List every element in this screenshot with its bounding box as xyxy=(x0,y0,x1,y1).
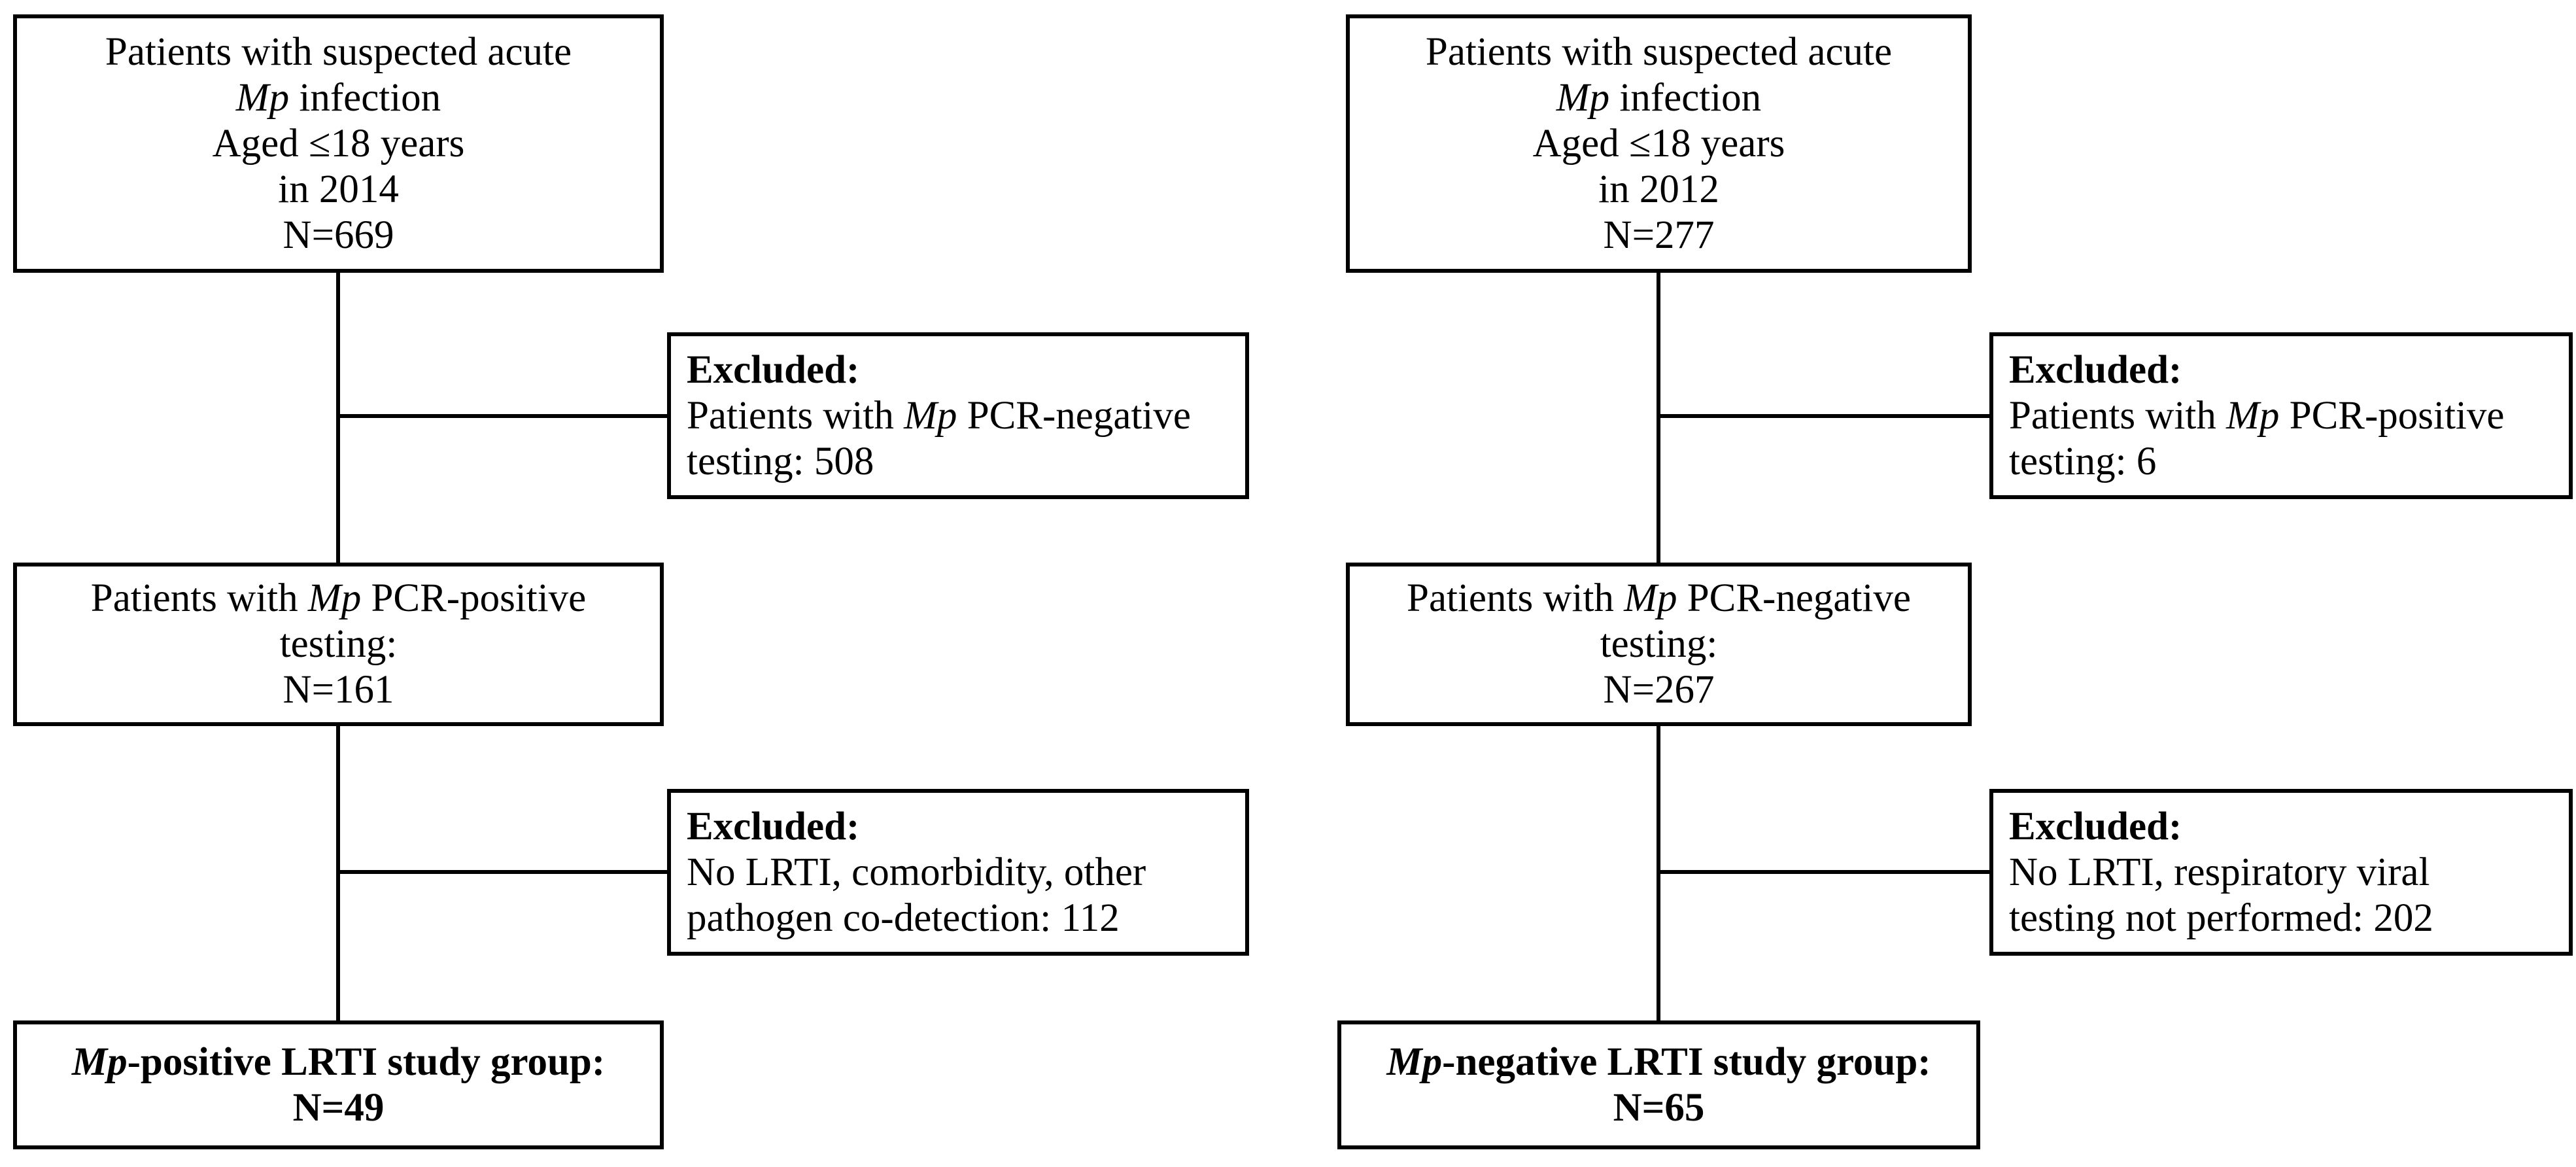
left-exclusion1-line1-post: PCR-negative xyxy=(957,393,1191,438)
right-exclusion1-heading: Excluded: xyxy=(2009,347,2182,392)
right-middle-line1-pre: Patients with xyxy=(1407,576,1624,620)
mp-abbrev: Mp xyxy=(1556,75,1610,120)
right-final-count: N=65 xyxy=(1613,1085,1705,1130)
right-exclusion1-line1-pre: Patients with xyxy=(2009,393,2227,438)
right-exclusion2-line2: testing not performed: 202 xyxy=(2009,896,2433,940)
left-start-line4: in 2014 xyxy=(278,167,399,211)
right-middle-line1: Patients with Mp PCR-negative xyxy=(1407,576,1911,621)
left-start-box: Patients with suspected acute Mp infecti… xyxy=(13,14,664,273)
left-middle-box: Patients with Mp PCR-positive testing: N… xyxy=(13,563,664,726)
right-exclusion2-heading: Excluded: xyxy=(2009,804,2182,848)
left-exclusion-box-1: Excluded: Patients with Mp PCR-negative … xyxy=(667,332,1249,499)
right-start-line2: Mp infection xyxy=(1556,75,1761,121)
left-exclusion1-line1-pre: Patients with xyxy=(687,393,904,438)
right-final-line1-rest: -negative LRTI study group: xyxy=(1442,1039,1931,1084)
left-middle-count: N=161 xyxy=(283,668,394,712)
right-start-line2-rest: infection xyxy=(1609,75,1762,120)
mp-abbrev: Mp xyxy=(71,1039,128,1084)
left-start-line2-rest: infection xyxy=(289,75,441,120)
right-middle-box: Patients with Mp PCR-negative testing: N… xyxy=(1346,563,1972,726)
left-final-line1-rest: -positive LRTI study group: xyxy=(127,1039,606,1084)
right-exclusion-box-1: Excluded: Patients with Mp PCR-positive … xyxy=(1989,332,2573,499)
mp-abbrev: Mp xyxy=(1386,1039,1443,1084)
right-middle-line1-post: PCR-negative xyxy=(1677,576,1911,620)
mp-abbrev: Mp xyxy=(1624,576,1677,620)
left-start-count: N=669 xyxy=(283,213,394,257)
left-exclusion2-line1: No LRTI, comorbidity, other xyxy=(687,850,1146,894)
left-middle-line2: testing: xyxy=(279,622,398,666)
left-middle-line1-pre: Patients with xyxy=(90,576,308,620)
right-final-box: Mp-negative LRTI study group: N=65 xyxy=(1337,1020,1980,1149)
right-exclusion2-line1: No LRTI, respiratory viral xyxy=(2009,850,2430,894)
left-middle-line1-post: PCR-positive xyxy=(361,576,587,620)
right-start-line3: Aged ≤18 years xyxy=(1532,121,1785,165)
left-exclusion1-heading: Excluded: xyxy=(687,347,860,392)
right-exclusion1-line1: Patients with Mp PCR-positive xyxy=(2009,393,2504,439)
left-exclusion1-line1: Patients with Mp PCR-negative xyxy=(687,393,1191,439)
right-exclusion1-line2: testing: 6 xyxy=(2009,439,2157,483)
left-exclusion1-line2: testing: 508 xyxy=(687,439,874,483)
left-exclusion-box-2: Excluded: No LRTI, comorbidity, other pa… xyxy=(667,789,1249,956)
right-final-line1: Mp-negative LRTI study group: xyxy=(1386,1039,1931,1085)
right-start-box: Patients with suspected acute Mp infecti… xyxy=(1346,14,1972,273)
right-middle-line2: testing: xyxy=(1600,622,1718,666)
right-exclusion1-line1-post: PCR-positive xyxy=(2279,393,2505,438)
left-final-count: N=49 xyxy=(292,1085,385,1130)
left-exclusion2-heading: Excluded: xyxy=(687,804,860,848)
left-final-box: Mp-positive LRTI study group: N=49 xyxy=(13,1020,664,1149)
left-start-line3: Aged ≤18 years xyxy=(212,121,465,165)
mp-abbrev: Mp xyxy=(904,393,957,438)
mp-abbrev: Mp xyxy=(235,75,290,120)
mp-abbrev: Mp xyxy=(307,576,362,620)
left-final-line1: Mp-positive LRTI study group: xyxy=(72,1039,605,1085)
left-start-line2: Mp infection xyxy=(236,75,441,121)
left-start-line1: Patients with suspected acute xyxy=(105,29,572,74)
mp-abbrev: Mp xyxy=(2226,393,2280,438)
right-start-line1: Patients with suspected acute xyxy=(1425,29,1893,74)
right-middle-count: N=267 xyxy=(1603,668,1715,712)
right-start-count: N=277 xyxy=(1603,213,1715,257)
right-start-line4: in 2012 xyxy=(1598,167,1719,211)
right-exclusion-box-2: Excluded: No LRTI, respiratory viral tes… xyxy=(1989,789,2573,956)
left-exclusion2-line2: pathogen co-detection: 112 xyxy=(687,896,1120,940)
left-middle-line1: Patients with Mp PCR-positive xyxy=(91,576,586,621)
